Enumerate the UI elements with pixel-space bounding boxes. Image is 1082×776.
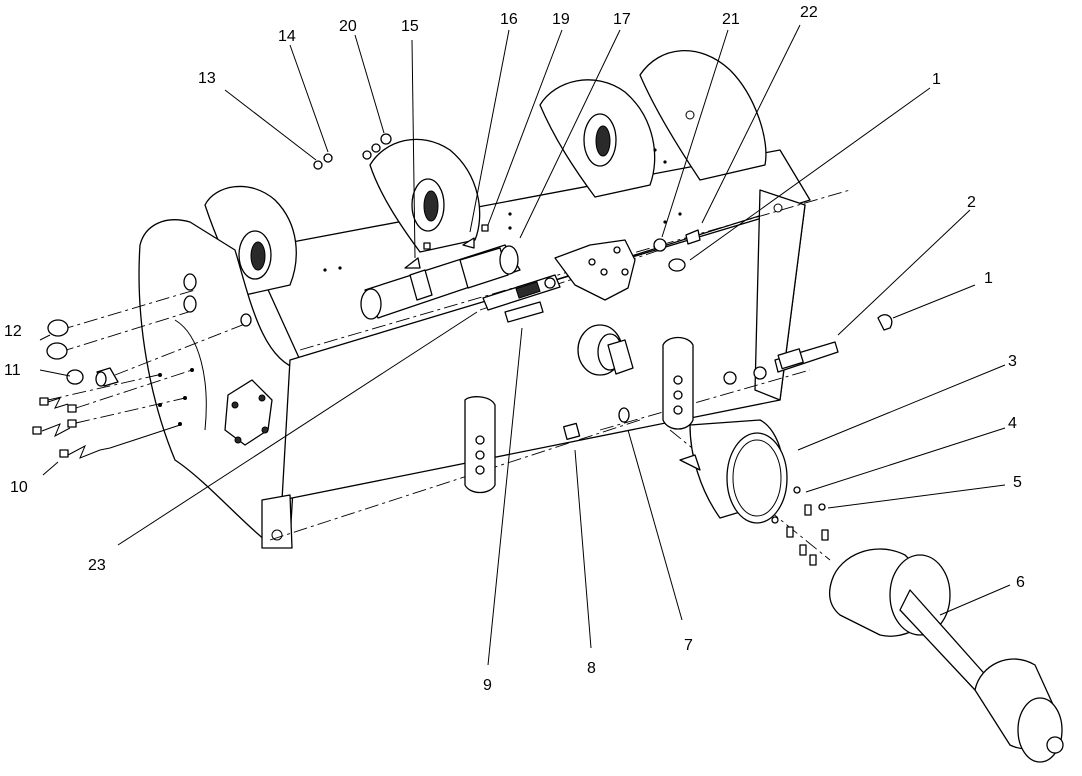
- leader-lines: [39, 24, 1011, 666]
- callout-8: 8: [587, 660, 596, 677]
- coupling-hub: [577, 324, 634, 376]
- callout-22: 22: [800, 4, 818, 21]
- callout-14: 14: [278, 28, 296, 45]
- clip-1-lower: [877, 314, 893, 331]
- bolts-10: [32, 368, 194, 459]
- callout-10: 10: [10, 479, 28, 496]
- callout-1-upper: 1: [932, 71, 941, 88]
- washer-20: [380, 133, 392, 145]
- rotor-disc-2: [369, 138, 481, 253]
- mount-foot-left: [261, 494, 293, 549]
- shaft-2: [723, 314, 893, 385]
- callout-13: 13: [198, 70, 216, 87]
- callout-15: 15: [401, 18, 419, 35]
- shaft-bracket: [554, 229, 701, 301]
- clip-15: [404, 257, 421, 269]
- guard-bolts: [771, 486, 829, 566]
- callout-20: 20: [339, 18, 357, 35]
- callout-21: 21: [722, 11, 740, 28]
- nut-8: [563, 422, 581, 440]
- guard-cylinder-3: [679, 419, 788, 524]
- callout-6: 6: [1016, 574, 1025, 591]
- left-hardware: [32, 273, 252, 459]
- rotor-disc-1: [204, 185, 297, 296]
- callout-4: 4: [1008, 415, 1017, 432]
- washer-14: [323, 153, 333, 163]
- callout-7: 7: [684, 637, 693, 654]
- nut-20b: [371, 143, 381, 153]
- callout-19: 19: [552, 11, 570, 28]
- nut-13: [313, 160, 323, 170]
- clip-1-upper: [668, 258, 686, 272]
- callout-9: 9: [483, 677, 492, 694]
- housing-holes: [323, 148, 682, 272]
- callout-17: 17: [613, 11, 631, 28]
- mount-plate-left: [464, 396, 496, 494]
- callout-16: 16: [500, 11, 518, 28]
- callout-12: 12: [4, 323, 22, 340]
- drive-shaft-6: [828, 548, 1064, 763]
- clip-16: [462, 237, 475, 249]
- callout-2: 2: [967, 194, 976, 211]
- callout-5: 5: [1013, 474, 1022, 491]
- callout-labels: 1 1 2 3 4 5 6 7 8 9 10 11 12 13 14 15 16…: [4, 4, 1025, 694]
- cap-12a: [47, 319, 69, 337]
- splined-shaft-23: [482, 274, 561, 311]
- nut-20a: [362, 150, 372, 160]
- mount-plate-right: [662, 336, 694, 430]
- rotor-disc-3: [539, 79, 656, 198]
- rotor-disc-4: [639, 50, 767, 181]
- upper-hardware: [313, 133, 489, 269]
- callout-11: 11: [4, 362, 21, 379]
- pin-9: [504, 301, 544, 323]
- housing-right-end: [754, 189, 806, 401]
- callout-3: 3: [1008, 353, 1017, 370]
- cap-12b: [46, 342, 68, 360]
- plug-11: [66, 369, 84, 385]
- callout-1-lower: 1: [984, 270, 993, 287]
- callout-23: 23: [88, 557, 106, 574]
- shaft-17: [360, 244, 521, 320]
- washer-7: [618, 407, 630, 423]
